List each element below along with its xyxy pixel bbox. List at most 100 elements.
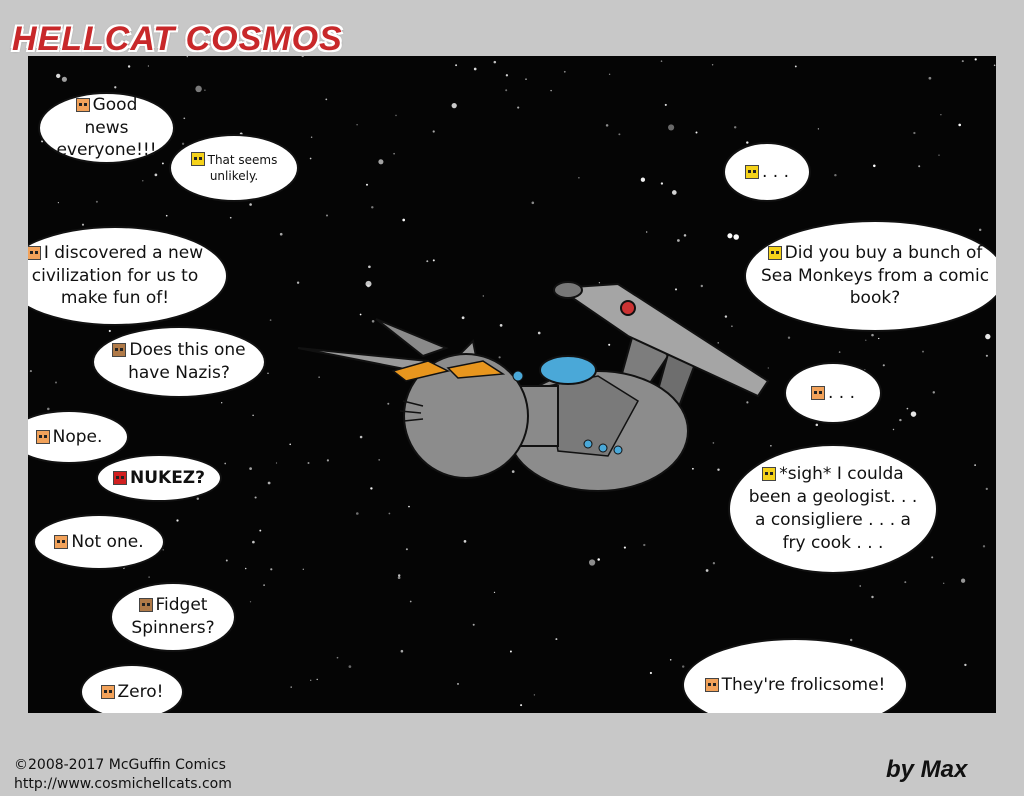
star [378,459,381,461]
author-byline: by Max [886,756,968,783]
star [674,288,678,291]
star [815,423,819,427]
star [649,671,653,675]
star [711,64,714,66]
yellow-cat-face-icon [744,164,759,179]
star [982,545,986,548]
star [646,231,648,233]
star [669,659,672,661]
star [882,364,885,367]
star [397,574,401,577]
star [683,234,687,237]
star [640,177,646,182]
star [270,568,273,571]
star [267,481,271,485]
star [671,190,677,195]
star [892,428,895,431]
star [660,182,664,185]
star [249,601,252,603]
star [910,411,917,417]
star [318,376,320,378]
star [767,367,769,369]
speech-bubble: I discovered a new civilization for us t… [28,226,228,326]
star [525,78,527,80]
star [712,442,715,444]
star [511,470,515,473]
star [162,549,164,551]
speech-bubble: NUKEZ? [96,454,222,502]
star [325,98,328,101]
speech-bubble: Not one. [33,514,165,570]
star [29,370,32,373]
star [770,444,772,447]
star [928,76,932,80]
star [310,136,313,138]
star [498,356,501,359]
star [993,64,996,67]
yellow-cat-face-icon [767,245,782,260]
star [244,567,247,570]
star [859,585,861,587]
star [555,638,558,641]
speech-bubble: Fidget Spinners? [110,582,236,652]
star [985,487,988,491]
speech-bubble: Good news everyone!!! [38,92,175,164]
star [301,56,304,58]
star [229,216,232,219]
star [878,337,880,340]
star [224,462,227,465]
star [531,201,535,205]
red-cat-face-icon [112,470,127,485]
star [275,462,278,464]
star [154,173,158,177]
star [114,86,117,89]
comic-title: HELLCAT COSMOS [12,20,343,58]
star [204,89,206,91]
star [865,339,867,341]
star [81,223,85,226]
star [290,686,292,688]
star [455,64,458,67]
comic-footer: ©2008-2017 McGuffin Comics http://www.co… [14,756,232,794]
star [221,402,223,404]
star [336,656,339,659]
star [660,60,663,62]
star [682,665,685,668]
speech-bubble: *sigh* I coulda been a geologist. . . a … [728,444,938,574]
star [165,214,168,217]
star [537,331,541,335]
star [267,372,269,374]
star [717,342,719,344]
star [289,443,291,446]
star [563,70,566,73]
brown-cat-face-icon [138,598,153,613]
star [731,325,733,328]
star [395,114,397,117]
star [461,316,465,320]
star [356,124,358,126]
star [520,704,523,707]
star [387,402,390,405]
star [365,183,369,186]
star [961,60,964,63]
star [400,649,404,653]
star [472,623,475,626]
star [405,548,408,551]
orange-cat-face-icon [35,429,50,444]
star [307,462,310,464]
star [931,556,934,559]
star [493,60,497,64]
star [463,540,467,543]
star [148,576,150,578]
star [668,124,675,131]
website-link[interactable]: http://www.cosmichellcats.com [14,776,232,792]
star [493,591,496,594]
star [252,414,254,417]
star [56,73,61,79]
star [359,313,362,316]
star [61,76,67,82]
star [618,133,621,136]
star [974,58,977,61]
star [834,173,837,177]
star [269,319,272,321]
